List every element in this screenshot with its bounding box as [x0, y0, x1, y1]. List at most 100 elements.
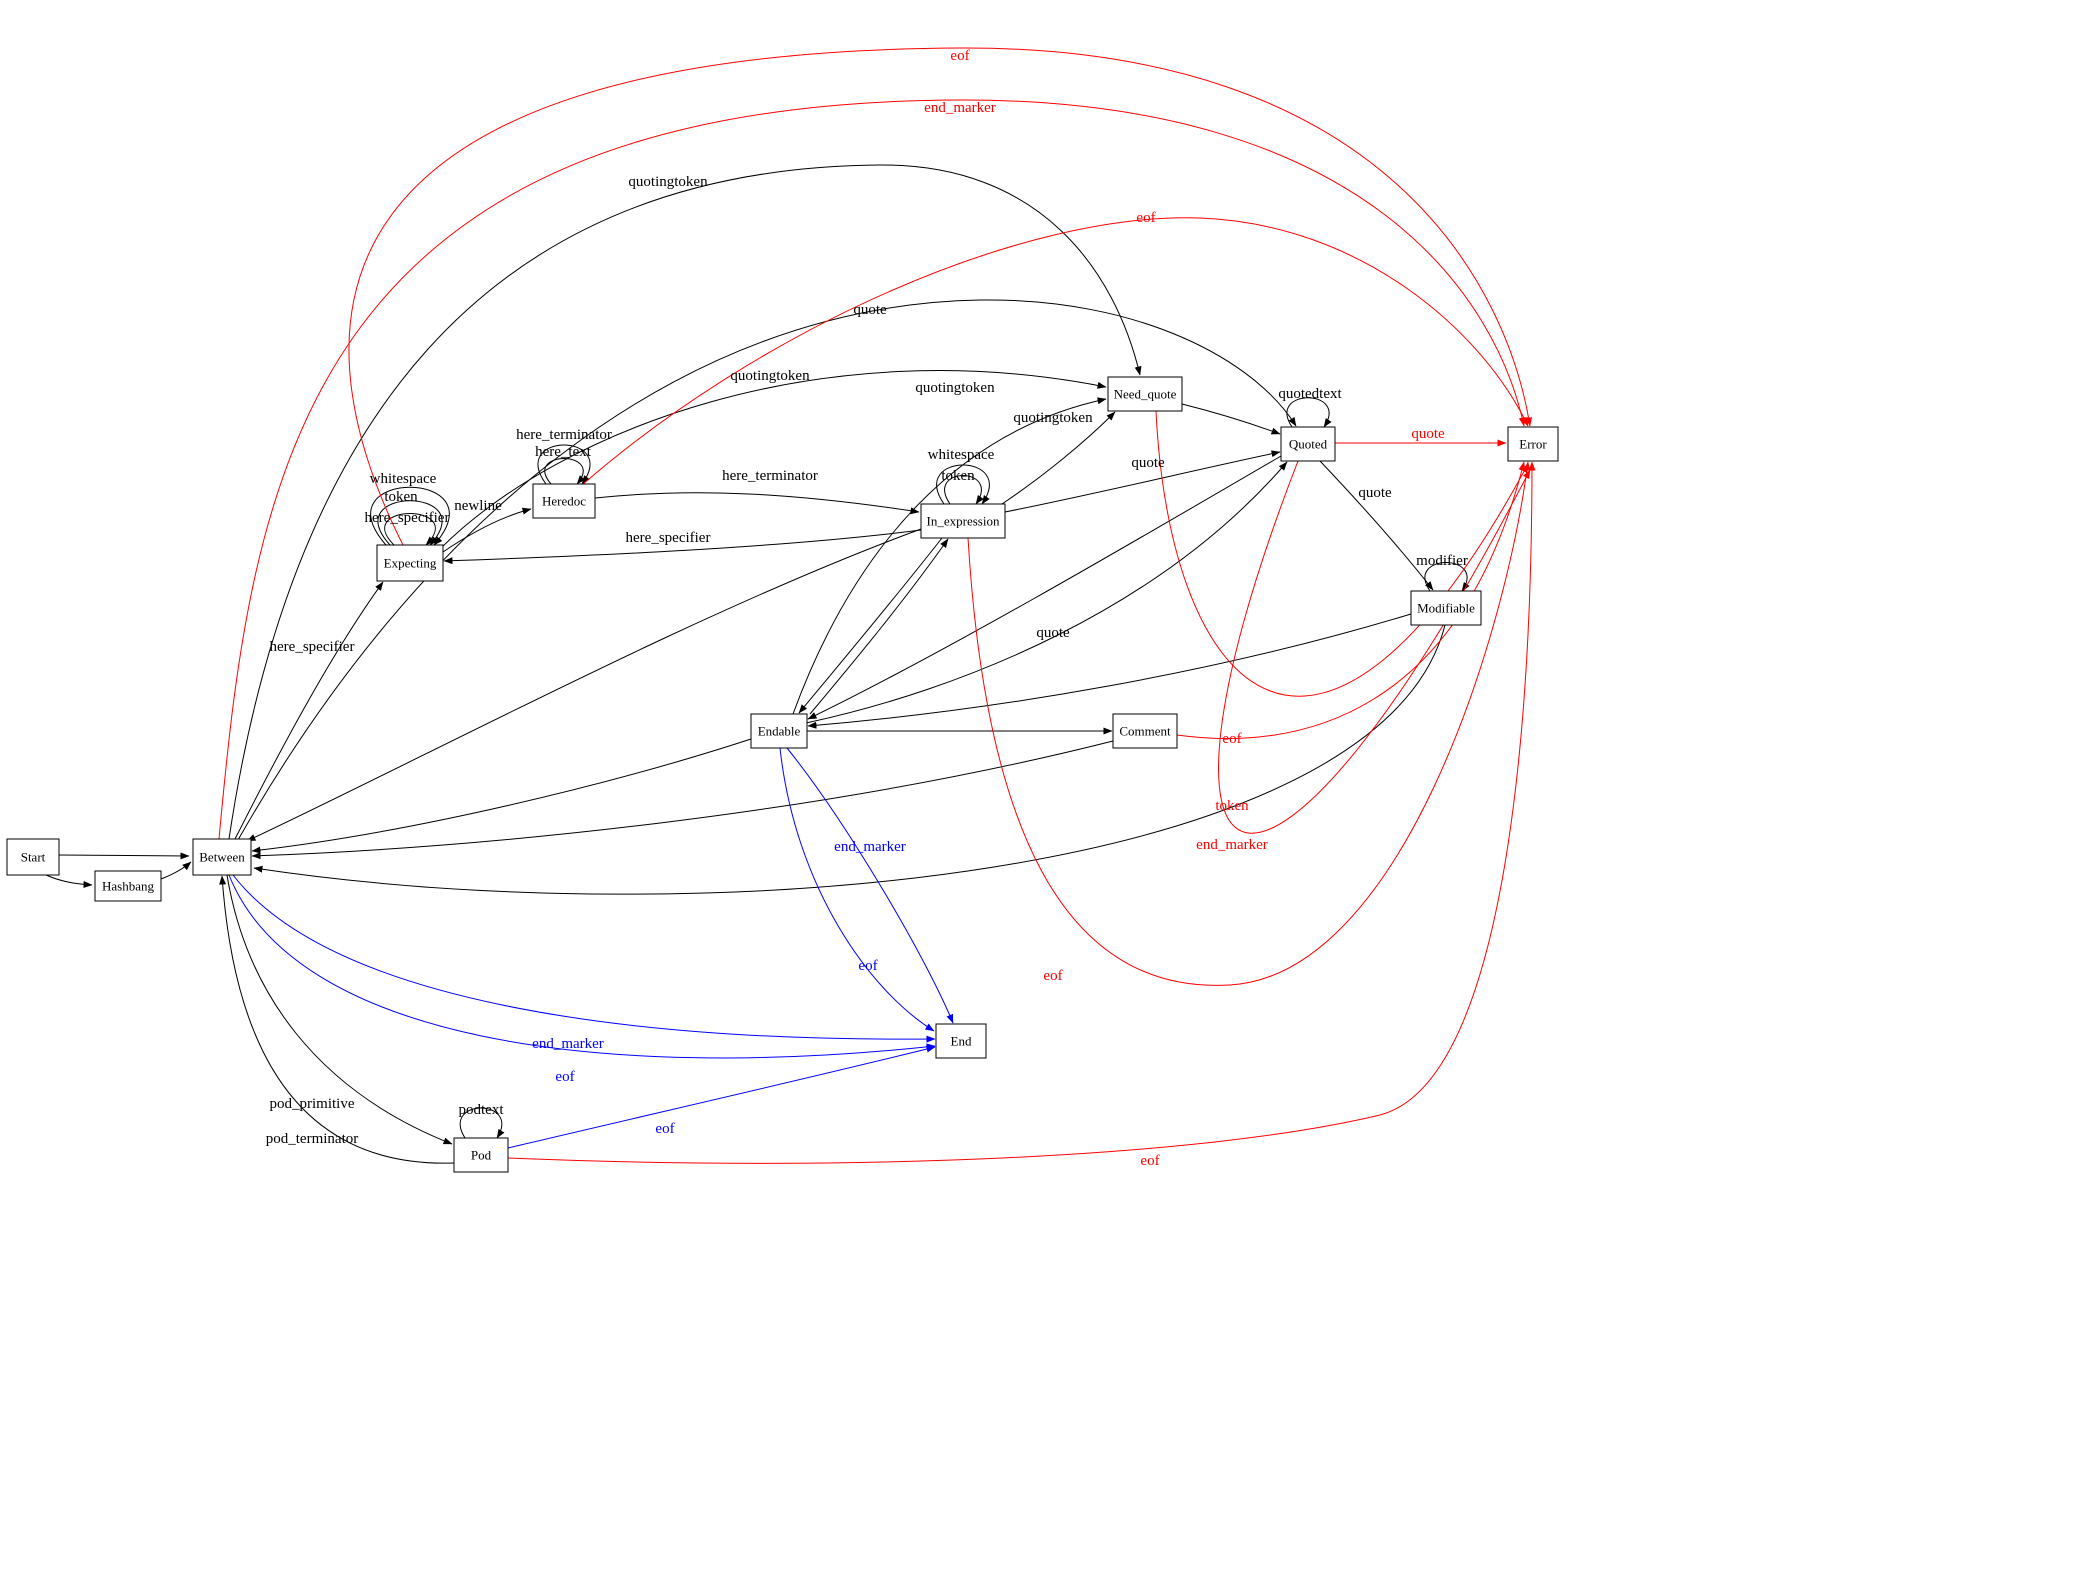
edge-label-quote: quote [1036, 625, 1070, 641]
node-box-Between [192, 838, 252, 876]
edge-Heredoc-to-Error-eof [581, 217, 1529, 486]
edge-label-quotedtext: quotedtext [1278, 386, 1342, 402]
edge-label-end_marker: end_marker [532, 1036, 604, 1052]
edge-Endable-to-End-eof [779, 747, 935, 1032]
edge-label-here_terminator: here_terminator [516, 427, 612, 443]
edge-label-eof: eof [655, 1121, 674, 1137]
node-label-Heredoc: Heredoc [542, 494, 586, 509]
edge-label-quotingtoken: quotingtoken [730, 368, 810, 384]
node-box-Expecting [376, 544, 444, 582]
edge-In_expression-to-Expecting-here_specifier [443, 529, 922, 565]
edge-label-eof: eof [555, 1069, 574, 1085]
edge-Between-to-End-end_marker [232, 874, 936, 1043]
node-box-Pod [453, 1137, 509, 1173]
edge-Expecting-to-Need_quote-quotingtoken [440, 370, 1107, 549]
edge-Between-to-End-eof [228, 874, 936, 1059]
node-label-Hashbang: Hashbang [102, 879, 154, 894]
edge-label-pod_terminator: pod_terminator [266, 1131, 358, 1147]
edge-label-quote: quote [1131, 455, 1165, 471]
edge-Endable-to-In_expression [809, 538, 949, 715]
node-Endable: Endable [750, 713, 808, 749]
node-box-Error [1507, 426, 1559, 462]
edge-Quoted-to-Error-end_marker [1218, 460, 1531, 834]
edge-Comment-to-Error-eof [1176, 461, 1526, 740]
node-label-Modifiable: Modifiable [1417, 601, 1475, 616]
edge-Expecting-to-Error-eof [348, 47, 1533, 546]
edge-label-eof: eof [950, 48, 969, 64]
edge-Expecting-to-Expecting-whitespace [370, 486, 450, 546]
edge-Endable-to-Quoted-quote [805, 461, 1288, 724]
edge-label-token: token [1215, 798, 1249, 814]
node-box-In_expression [920, 503, 1006, 539]
node-Quoted: Quoted [1280, 426, 1336, 462]
node-box-Heredoc [532, 483, 596, 519]
edge-labels-layer: here_specifier whitespace token here_specif… [266, 48, 1468, 1169]
edge-Between-to-Pod-pod_primitive [226, 874, 453, 1145]
node-Comment: Comment [1112, 713, 1178, 749]
node-label-Start: Start [21, 850, 46, 865]
edge-label-quote: quote [1358, 485, 1392, 501]
edge-label-here_specifier: here_specifier [270, 639, 355, 655]
edge-label-token: token [384, 489, 418, 505]
edge-label-modifier: modifier [1416, 553, 1468, 569]
edge-Pod-to-End-eof [507, 1045, 936, 1149]
node-label-Quoted: Quoted [1289, 437, 1328, 452]
edge-Quoted-to-Modifiable-quote [1319, 460, 1434, 591]
edge-Heredoc-to-Heredoc-here_terminator [537, 444, 591, 485]
edge-Expecting-to-Expecting-here_specifier [384, 513, 436, 546]
node-Between: Between [192, 838, 252, 876]
edge-Heredoc-to-In_expression-here_terminator [594, 492, 920, 515]
node-Expecting: Expecting [376, 544, 444, 582]
edge-label-end_marker: end_marker [924, 100, 996, 116]
edge-label-eof: eof [1136, 210, 1155, 226]
edge-In_expression-to-Endable [798, 537, 943, 714]
node-Start: Start [6, 838, 60, 876]
edge-label-eof: eof [1043, 968, 1062, 984]
edge-label-eof: eof [1140, 1153, 1159, 1169]
edge-label-end_marker: end_marker [834, 839, 906, 855]
edge-label-podtext: podtext [459, 1102, 505, 1118]
edge-label-quotingtoken: quotingtoken [915, 380, 995, 396]
node-box-Hashbang [94, 870, 162, 902]
edge-Modifiable-to-Endable [807, 613, 1412, 729]
edge-label-pod_primitive: pod_primitive [270, 1096, 355, 1112]
node-box-Modifiable [1410, 590, 1482, 626]
edge-Modifiable-to-Between [253, 624, 1446, 895]
node-label-Expecting: Expecting [384, 556, 437, 571]
edge-Quoted-to-Quoted-quotedtext [1286, 397, 1332, 428]
edge-Pod-to-Between-pod_terminator [219, 875, 455, 1164]
node-box-Comment [1112, 713, 1178, 749]
edge-label-here_specifier: here_specifier [365, 510, 450, 526]
node-label-Between: Between [199, 850, 245, 865]
edge-Between-to-Need_quote-quotingtoken [228, 164, 1142, 840]
edge-Need_quote-to-Quoted [1181, 403, 1281, 435]
edge-Expecting-to-Heredoc-newline [442, 507, 532, 553]
edge-Between-to-Error-end_marker [218, 99, 1526, 840]
node-box-End [935, 1023, 987, 1059]
edge-label-here_text: here_text [535, 444, 592, 460]
node-label-Comment: Comment [1119, 724, 1171, 739]
node-label-Need_quote: Need_quote [1114, 387, 1177, 402]
edge-label-here_terminator: here_terminator [722, 468, 818, 484]
node-label-In_expression: In_expression [927, 514, 1000, 529]
edges-layer [45, 47, 1536, 1164]
edge-In_expression-to-Need_quote-quotingtoken [1001, 411, 1116, 505]
edge-label-token: token [941, 468, 975, 484]
node-box-Quoted [1280, 426, 1336, 462]
edge-Endable-to-Between [251, 738, 752, 854]
node-label-Pod: Pod [471, 1148, 492, 1163]
node-Pod: Pod [453, 1137, 509, 1173]
edge-Comment-to-Between [251, 740, 1114, 860]
edge-Pod-to-Error-eof [507, 461, 1536, 1164]
edge-Quoted-to-Endable [807, 455, 1282, 720]
node-box-Need_quote [1107, 376, 1183, 412]
edge-label-quote: quote [1411, 426, 1445, 442]
edge-Endable-to-End-end_marker [786, 747, 954, 1024]
node-In_expression: In_expression [920, 503, 1006, 539]
node-Heredoc: Heredoc [532, 483, 596, 519]
edge-label-whitespace: whitespace [928, 447, 995, 463]
edge-label-quotingtoken: quotingtoken [628, 174, 708, 190]
edge-In_expression-to-In_expression-token [944, 475, 984, 505]
edge-label-eof: eof [1222, 731, 1241, 747]
node-box-Start [6, 838, 60, 876]
